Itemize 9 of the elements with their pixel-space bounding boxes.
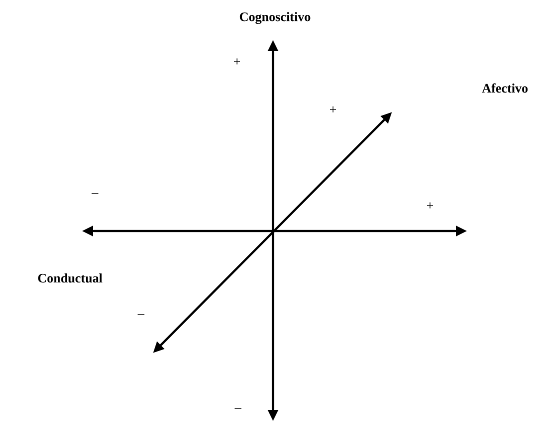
axis-title: Afectivo (482, 83, 528, 93)
sign-label: – (138, 314, 144, 315)
sign-label: + (426, 202, 434, 208)
sign-label: – (234, 408, 242, 409)
axis-title: Conductual (38, 273, 102, 283)
sign-label: – (92, 193, 98, 194)
sign-label: + (330, 106, 336, 112)
axis-title: Cognoscitivo (240, 12, 310, 24)
sign-label: + (234, 58, 240, 64)
